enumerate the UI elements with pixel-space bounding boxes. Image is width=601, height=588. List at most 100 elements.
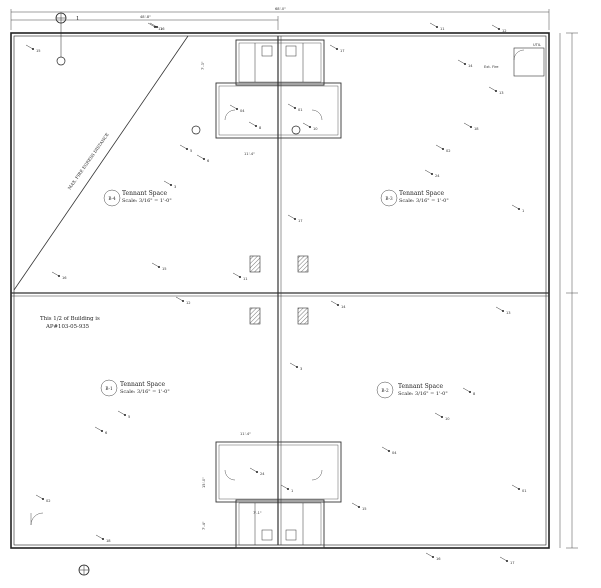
space-title: Tennant Space <box>399 190 444 197</box>
space-scale: Scale: 3/16" = 1'-0" <box>398 391 448 397</box>
fixture-tag: 18 <box>95 534 111 543</box>
exterior-walls <box>10 32 550 549</box>
fixture-tag: 18 <box>463 122 479 131</box>
svg-text:24: 24 <box>435 174 440 178</box>
core-grid-markers <box>191 125 301 135</box>
svg-text:B-4: B-4 <box>108 196 116 201</box>
svg-text:14: 14 <box>468 64 473 68</box>
utility-room <box>513 47 545 77</box>
svg-text:04: 04 <box>392 451 397 455</box>
fixture-tag: 5 <box>179 144 192 153</box>
fixture-tag: 11 <box>147 22 163 31</box>
fixture-tag: 1 <box>280 484 293 493</box>
svg-text:8: 8 <box>473 392 476 396</box>
space-scale: Scale: 3/16" = 1'-0" <box>122 198 172 204</box>
svg-text:17: 17 <box>340 49 345 53</box>
fixture-tag: 13 <box>488 86 504 95</box>
fixture-tag: 04 <box>381 446 397 455</box>
fixture-tag: 04 <box>229 104 245 113</box>
fixture-tag: 13 <box>495 306 511 315</box>
svg-text:01: 01 <box>522 489 527 493</box>
svg-text:13: 13 <box>499 91 504 95</box>
svg-text:04: 04 <box>240 109 245 113</box>
fixture-tag: 12 <box>175 296 191 305</box>
fixture-tag: 15 <box>151 262 167 271</box>
fixture-tag: 16 <box>51 271 67 280</box>
fixture-tag: 6 <box>196 154 210 163</box>
svg-text:01: 01 <box>298 108 303 112</box>
grid-marker-bottom <box>78 564 90 576</box>
svg-text:8: 8 <box>259 126 262 130</box>
svg-text:11: 11 <box>158 27 163 31</box>
svg-text:18: 18 <box>474 127 479 131</box>
fixture-tag: 3 <box>289 362 302 371</box>
egress-diagonal: MAX. FIRE EGRESS DISTANCE <box>13 35 189 291</box>
demising-walls <box>11 36 549 545</box>
door-swings <box>30 109 323 526</box>
core-bottom-height: 15'-0" <box>202 477 206 488</box>
space-title: Tennant Space <box>398 383 443 390</box>
svg-text:3: 3 <box>174 185 176 189</box>
svg-text:11: 11 <box>440 27 445 31</box>
space-scale: Scale: 3/16" = 1'-0" <box>120 389 170 395</box>
svg-text:15: 15 <box>162 267 167 271</box>
svg-text:B-2: B-2 <box>381 388 389 393</box>
fixture-tag: 10 <box>302 122 318 131</box>
toilet-width: 7'-1" <box>253 511 262 515</box>
fixture-tag: 01 <box>287 103 303 112</box>
svg-text:02: 02 <box>46 499 51 503</box>
fixture-tag: 8 <box>462 387 476 396</box>
svg-text:1: 1 <box>522 209 524 213</box>
svg-text:15: 15 <box>362 507 367 511</box>
svg-text:02: 02 <box>446 149 451 153</box>
fixture-tag: 16 <box>149 22 165 31</box>
fixture-tag: 02 <box>35 494 51 503</box>
fixture-tag: 17 <box>287 214 303 223</box>
svg-text:12: 12 <box>186 301 191 305</box>
fixture-tag: 17 <box>329 44 345 53</box>
svg-text:17: 17 <box>298 219 303 223</box>
svg-text:18: 18 <box>106 539 111 543</box>
utility-label: UTIL <box>533 43 541 47</box>
svg-text:1: 1 <box>291 489 293 493</box>
lower-core <box>215 441 342 549</box>
svg-text:16: 16 <box>436 557 441 561</box>
svg-text:13: 13 <box>506 311 511 315</box>
extinguisher-label: Ext. Fire <box>484 65 499 69</box>
fixture-tag: 3 <box>163 180 176 189</box>
fixture-tag: 10 <box>434 412 450 421</box>
svg-text:6: 6 <box>207 159 210 163</box>
svg-text:10: 10 <box>313 127 318 131</box>
fixture-tag: 11 <box>429 22 445 31</box>
core-top-width: 11'-4" <box>244 152 255 156</box>
half-building-note-line1: This 1/2 of Building is <box>40 316 100 322</box>
svg-text:B-3: B-3 <box>385 196 393 201</box>
svg-text:B-1: B-1 <box>105 386 113 391</box>
svg-text:17: 17 <box>510 561 515 565</box>
svg-text:5: 5 <box>128 415 130 419</box>
svg-text:11: 11 <box>243 277 248 281</box>
space-b4: B-4 Tennant Space Scale: 3/16" = 1'-0" <box>103 189 172 207</box>
fixture-tag: 5 <box>117 410 130 419</box>
fixture-tag: 15 <box>25 44 41 53</box>
svg-text:5: 5 <box>190 149 192 153</box>
half-building-note-line2: AP#103-05-935 <box>45 324 90 330</box>
svg-text:12: 12 <box>502 29 507 33</box>
fixture-tag: 24 <box>424 169 440 178</box>
fixture-tag: 6 <box>94 426 108 435</box>
overall-dimension: 68'-0" <box>275 7 286 11</box>
upper-core <box>215 39 342 139</box>
svg-text:24: 24 <box>260 472 265 476</box>
svg-text:15: 15 <box>36 49 41 53</box>
fixture-tag: 11 <box>232 272 248 281</box>
fixture-tag: 14 <box>330 300 346 309</box>
fixture-tag: 1 <box>511 204 524 213</box>
svg-text:14: 14 <box>341 305 346 309</box>
space-title: Tennant Space <box>122 190 167 197</box>
core-bottom-width: 11'-4" <box>240 432 251 436</box>
fixture-tag: 01 <box>511 484 527 493</box>
space-title: Tennant Space <box>120 381 165 388</box>
toilet-height: 7'-4" <box>202 521 206 530</box>
space-b1: B-1 Tennant Space Scale: 3/16" = 1'-0" <box>100 379 170 397</box>
